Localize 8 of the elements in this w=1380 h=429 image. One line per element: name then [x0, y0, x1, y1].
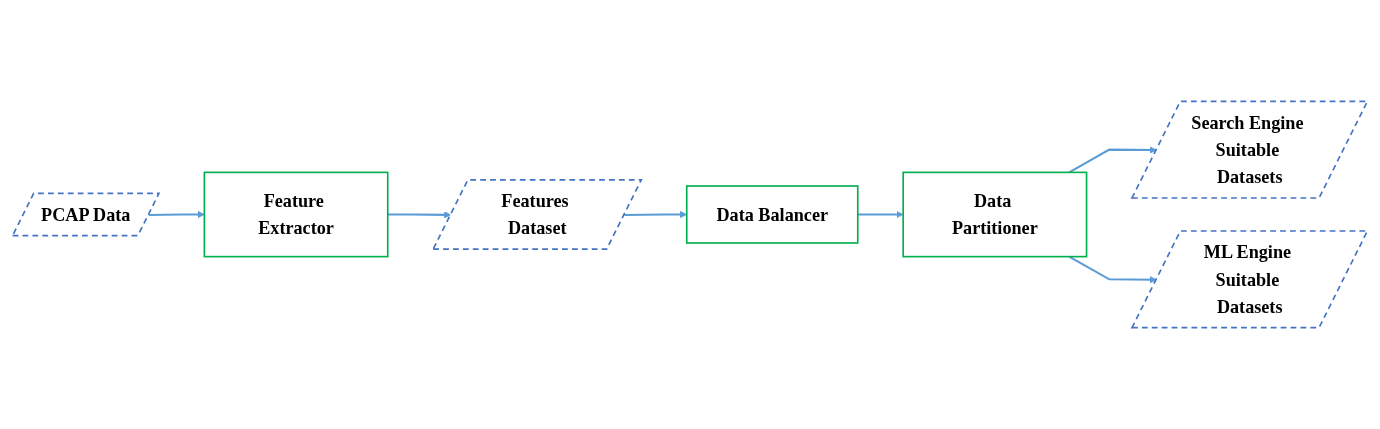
- arrow: [1068, 146, 1157, 174]
- node-box: Data Balancer: [685, 185, 859, 244]
- arrow: [857, 210, 904, 219]
- arrow: [148, 210, 205, 219]
- arrow: [387, 211, 452, 219]
- arrow: [1068, 255, 1157, 284]
- node-box: Feature Extractor: [203, 171, 389, 258]
- node-box: Data Partitioner: [902, 171, 1088, 258]
